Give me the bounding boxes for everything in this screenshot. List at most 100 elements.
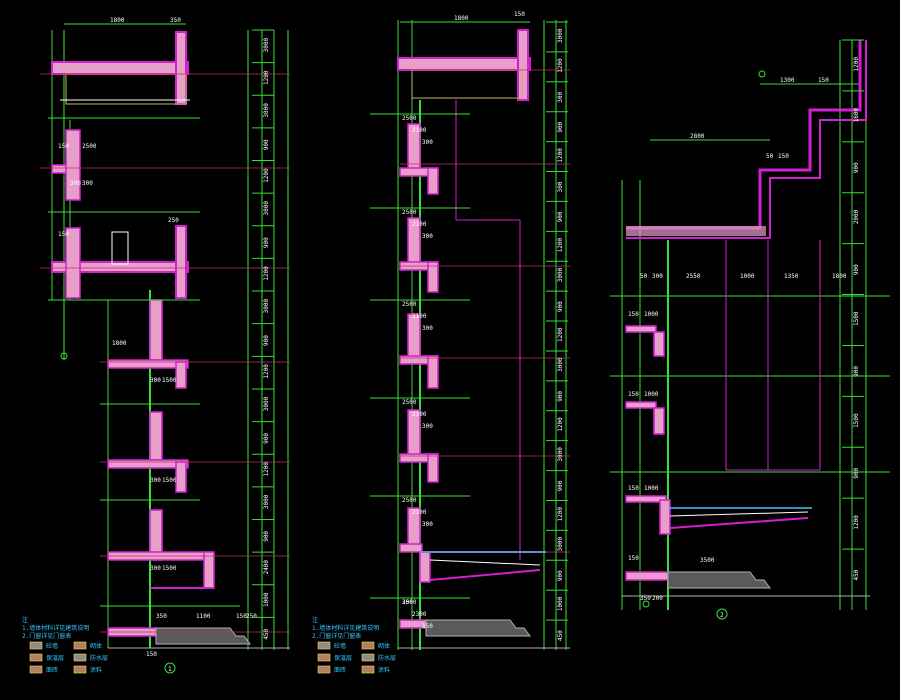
legend-swatch: [73, 653, 87, 662]
legend-swatch: [317, 641, 331, 650]
dim-text: 2500: [402, 599, 417, 606]
dim-text: 1200: [557, 58, 564, 73]
legend-swatch: [73, 641, 87, 650]
legend-item: 砼墙: [334, 642, 346, 650]
section-number: 1: [168, 666, 172, 673]
dim-text: 150: [628, 391, 639, 398]
dim-text: 3000: [263, 103, 270, 118]
dim-text: 900: [853, 264, 860, 275]
dim-text: 900: [853, 366, 860, 377]
dim-text: 150: [628, 311, 639, 318]
dim-text: 3000: [263, 299, 270, 314]
dim-text: 150: [818, 77, 829, 84]
dim-text: 1500: [162, 377, 177, 384]
wall-section-2: 1800 150: [370, 11, 570, 650]
dim-text: 2400: [263, 560, 270, 575]
legend-item: 砼墙: [46, 642, 58, 650]
legend-swatch: [73, 665, 87, 674]
legend-2: 注 1.墙体材料详见建筑说明 2.门窗详见门窗表 砼墙砌体保温层防水层面砖涂料: [312, 616, 396, 674]
dim-text: 450: [263, 628, 270, 639]
dim-text: 150: [58, 231, 69, 238]
dim-text: 1200: [853, 515, 860, 530]
dim-text: 350: [156, 613, 167, 620]
legend-item: 防水层: [378, 654, 396, 662]
legend-swatch: [29, 641, 43, 650]
dim-text: 300: [402, 599, 413, 606]
dim-text: 900: [557, 570, 564, 581]
dim-text: 200: [652, 595, 663, 602]
dim-text: 450: [853, 569, 860, 580]
dim-text: 3000: [263, 201, 270, 216]
dim-text: 900: [263, 335, 270, 346]
wall-section-1: 1800 350: [40, 17, 290, 674]
dim-text: 1000: [263, 592, 270, 607]
dim-text: 1200: [557, 417, 564, 432]
dim-text: 3000: [557, 267, 564, 282]
dim-text: 2100: [412, 127, 427, 134]
dim-text: 1800: [454, 15, 469, 22]
dim-text: 300: [150, 565, 161, 572]
section-marker: [716, 608, 728, 620]
legend-swatch: [317, 665, 331, 674]
dim-text: 1200: [263, 364, 270, 379]
dim-text: 150: [778, 153, 789, 160]
dim-text: 150: [422, 623, 433, 630]
dim-text: 150: [628, 485, 639, 492]
dim-text: 1200: [557, 148, 564, 163]
dim-text: 1000: [740, 273, 755, 280]
dim-text: 150: [628, 555, 639, 562]
dim-text: 2500: [82, 143, 97, 150]
dim-text: 3000: [557, 357, 564, 372]
dim-text: 2100: [412, 313, 427, 320]
dim-text: 1500: [853, 413, 860, 428]
dim-text: 300: [70, 180, 81, 187]
dim-text: 1200: [263, 70, 270, 85]
legend-line: 2.门窗详见门窗表: [22, 632, 71, 640]
legend-swatch: [361, 653, 375, 662]
dim-text: 900: [557, 391, 564, 402]
dim-text: 1100: [196, 613, 211, 620]
dim-text: 1200: [263, 266, 270, 281]
legend-item: 砌体: [378, 642, 390, 650]
dimension-column: 3000120030090012003009001200300090012003…: [546, 21, 568, 641]
dim-text: 1200: [263, 462, 270, 477]
dim-text: 50: [640, 273, 648, 280]
dim-text: 300: [652, 273, 663, 280]
section-number: 2: [720, 612, 724, 619]
legend-line: 1.墙体材料详见建筑说明: [22, 624, 89, 632]
legend-swatch: [317, 653, 331, 662]
dim-text: 2100: [412, 411, 427, 418]
dim-text: 3000: [557, 536, 564, 551]
dim-text: 1500: [162, 477, 177, 484]
dim-text: 1300: [780, 77, 795, 84]
dim-text: 300: [150, 477, 161, 484]
dim-text: 2800: [690, 133, 705, 140]
dim-text: 2500: [402, 497, 417, 504]
dim-text: 1350: [784, 273, 799, 280]
dim-text: 900: [263, 237, 270, 248]
dim-text: 300: [557, 92, 564, 103]
legend-1: 注 1.墙体材料详见建筑说明 2.门窗详见门窗表 砼墙砌体保温层防水层面砖涂料: [22, 616, 108, 674]
dim-text: 150: [514, 11, 525, 18]
dim-text: 1800: [832, 273, 847, 280]
legend-swatch: [29, 665, 43, 674]
dim-text: 300: [557, 181, 564, 192]
dim-text: 250: [168, 217, 179, 224]
dim-text: 900: [557, 121, 564, 132]
dimension-column: 3000 1200 3000 900 1200 3000 900 1200 3000 900 120…: [252, 29, 274, 640]
dim-text: 1000: [557, 596, 564, 611]
dim-text: 450: [557, 630, 564, 641]
dim-text: 350: [640, 595, 651, 602]
dim-text: 2500: [402, 399, 417, 406]
dim-text: 900: [263, 531, 270, 542]
dim-text: 300: [422, 139, 433, 146]
dim-text: 2500: [402, 209, 417, 216]
dim-text: 1000: [644, 485, 659, 492]
dim-text: 1800: [112, 340, 127, 347]
dim-text: 3000: [263, 396, 270, 411]
dim-text: 3000: [557, 447, 564, 462]
dim-text: 300: [150, 377, 161, 384]
stepped-parapet: [626, 40, 862, 230]
dim-text: 1000: [644, 391, 659, 398]
